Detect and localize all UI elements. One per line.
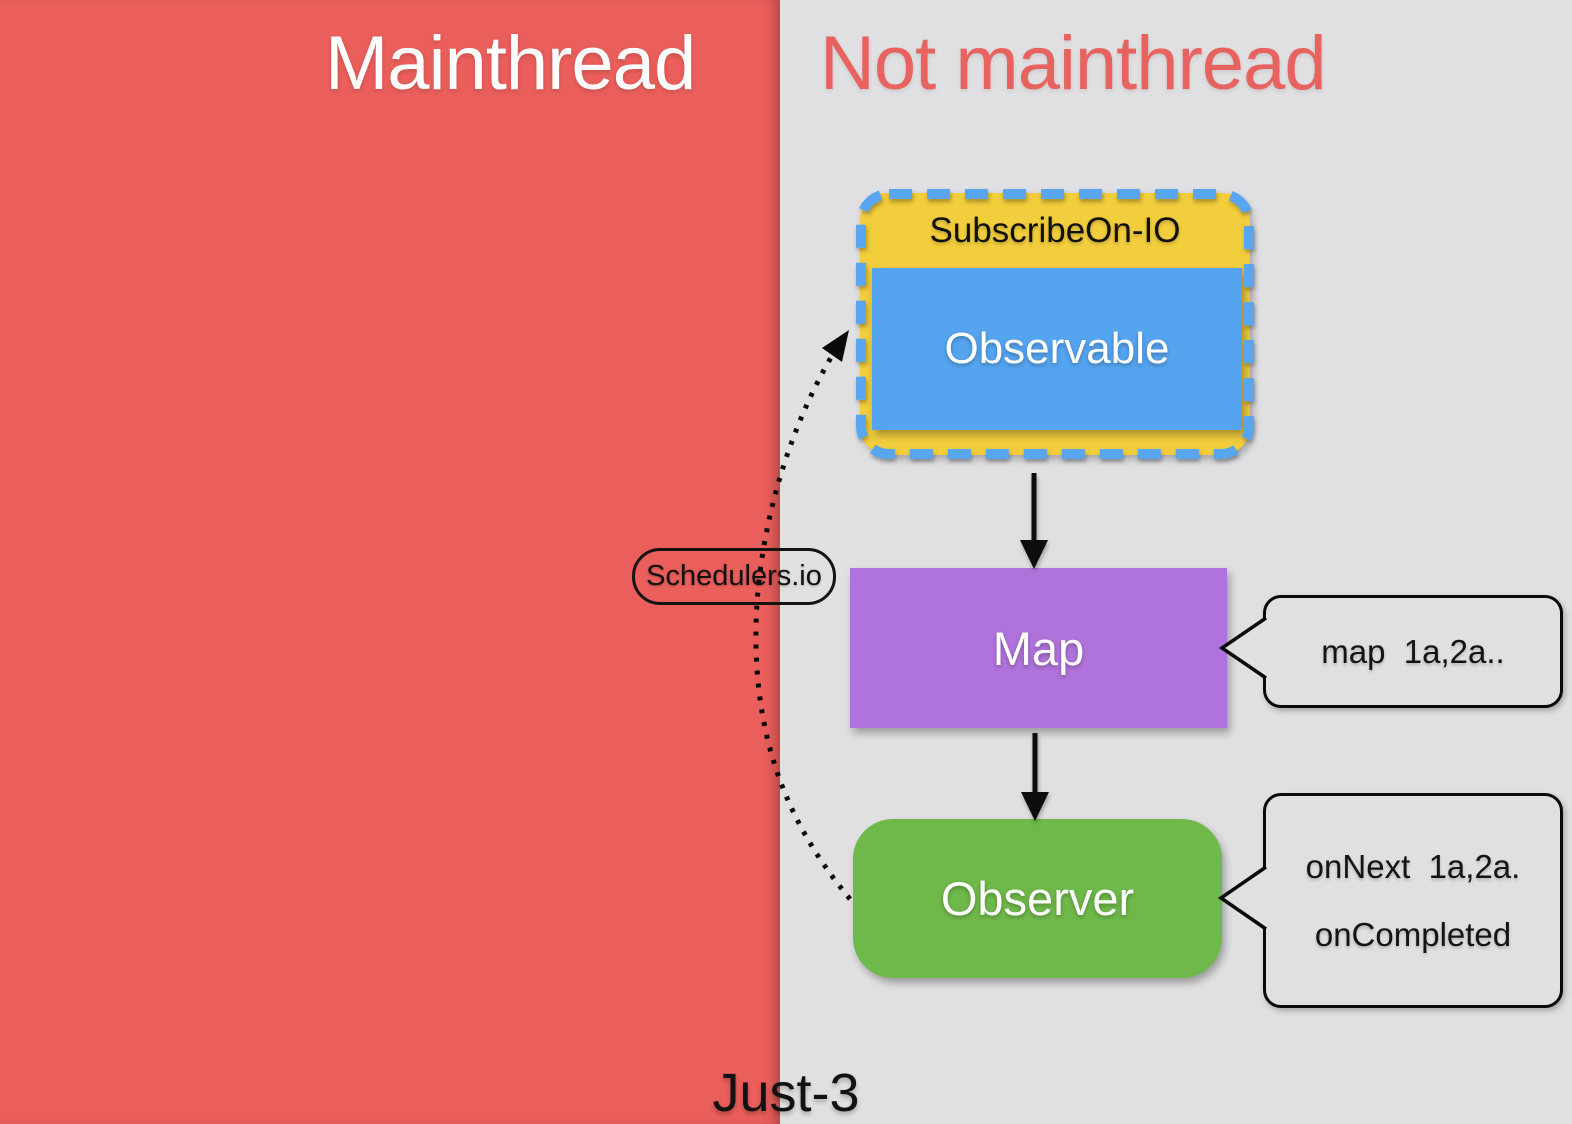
observer-callout-line2: onCompleted	[1314, 915, 1512, 953]
map-callout-pointer	[1218, 616, 1268, 680]
mainthread-title: Mainthread	[325, 21, 696, 106]
map-label: Map	[992, 621, 1085, 675]
observer-label: Observer	[940, 872, 1135, 925]
not-mainthread-title: Not mainthread	[820, 21, 1327, 106]
observer-callout-pointer	[1217, 865, 1268, 931]
schedulers-io-pill: Schedulers.io	[632, 548, 836, 605]
subscribe-on-io-label: SubscribeOn-IO	[929, 210, 1181, 250]
map-callout: map 1a,2a..	[1263, 595, 1563, 708]
observable-label: Observable	[944, 324, 1170, 373]
map-node: Map	[850, 568, 1227, 728]
schedulers-io-label: Schedulers.io	[646, 560, 822, 592]
arrow-map-to-observer	[1021, 733, 1049, 821]
observer-callout: onNext 1a,2a. onCompleted	[1263, 793, 1563, 1008]
arrow-observable-to-map	[1020, 473, 1048, 569]
observer-node: Observer	[853, 819, 1222, 978]
caption-just-3: Just-3	[712, 1063, 860, 1123]
observer-callout-line1: onNext 1a,2a.	[1305, 847, 1521, 885]
observable-node: Observable	[872, 268, 1242, 430]
scheduler-arrowhead	[822, 330, 849, 362]
map-callout-text: map 1a,2a..	[1321, 632, 1505, 670]
